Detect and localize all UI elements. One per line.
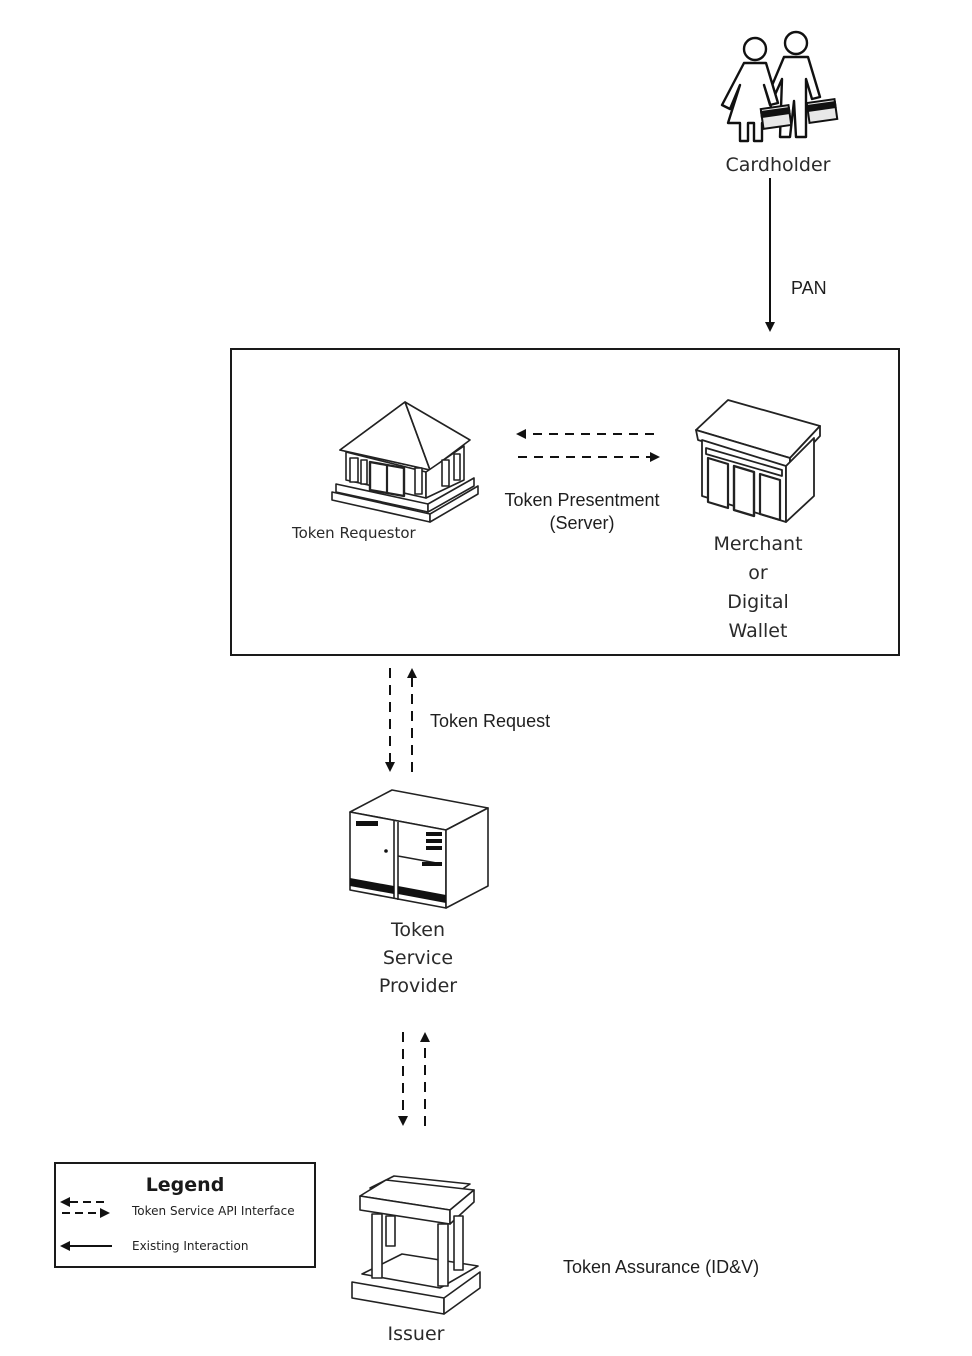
token-presentment-label-line2: (Server) [549, 513, 615, 533]
token-requestor-group-box [230, 348, 900, 656]
legend-item-api-interface: Token Service API Interface [132, 1204, 295, 1218]
server-cabinet-icon [349, 789, 489, 909]
storefront-icon [695, 399, 821, 523]
cardholder-label: Cardholder [725, 154, 831, 176]
merchant-label-line1: Merchant [713, 533, 803, 555]
token-request-arrows [385, 668, 417, 772]
token-assurance-arrows [398, 1032, 430, 1126]
merchant-label-line2: or [748, 562, 768, 584]
legend-dashed-arrow-icon [60, 1197, 110, 1218]
pan-arrow [765, 178, 775, 332]
people-with-cards-icon [720, 30, 839, 143]
legend-title: Legend [145, 1174, 225, 1196]
token-presentment-arrows [516, 429, 660, 462]
tsp-label-line2: Service [382, 947, 454, 969]
legend-item-existing-interaction: Existing Interaction [132, 1239, 249, 1253]
merchant-label: Merchant or Digital Wallet [698, 530, 818, 646]
tsp-label-line1: Token [390, 919, 446, 941]
token-requestor-label: Token Requestor [292, 524, 416, 542]
issuer-label: Issuer [387, 1323, 445, 1345]
merchant-label-line3: Digital [727, 591, 789, 613]
token-service-provider-label: Token Service Provider [358, 916, 478, 1000]
token-presentment-label: Token Presentment (Server) [494, 489, 670, 535]
token-assurance-label: Token Assurance (ID&V) [563, 1257, 760, 1277]
issuer-temple-icon [351, 1175, 481, 1315]
merchant-label-line4: Wallet [728, 620, 788, 642]
token-request-label: Token Request [430, 711, 551, 731]
token-presentment-label-line1: Token Presentment [504, 490, 660, 510]
tsp-label-line3: Provider [378, 975, 458, 997]
legend-solid-arrow-icon [60, 1241, 112, 1251]
pan-label: PAN [791, 278, 827, 298]
legend: Legend Token Service API Interface Exist… [54, 1162, 316, 1268]
cardholder-node: Cardholder [700, 25, 860, 185]
bank-building-icon [331, 401, 479, 523]
